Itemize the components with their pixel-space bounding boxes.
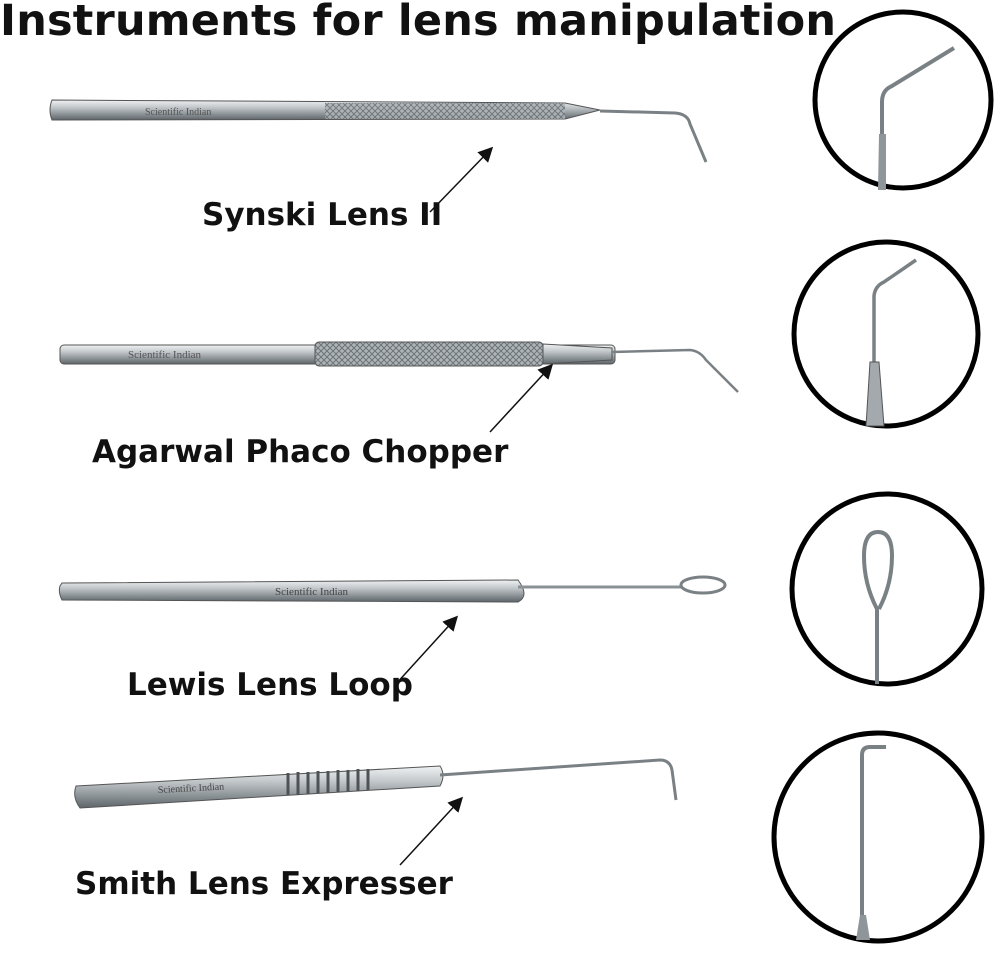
arrow <box>429 146 494 213</box>
synski-hook-icon <box>812 9 994 191</box>
lens-loop-icon <box>789 491 985 687</box>
chopper-hook-icon <box>791 239 981 429</box>
page-title: Instruments for lens manipulation <box>0 0 837 46</box>
lewis-loop-instrument: Scientific Indian <box>58 575 727 603</box>
synski-lens-instrument: Scientific Indian <box>49 99 708 163</box>
instrument-label-synski: Synski Lens II <box>202 197 443 233</box>
engraving: Scientific Indian <box>145 107 211 118</box>
arrow <box>489 363 554 433</box>
instrument-label-smith: Smith Lens Expresser <box>75 866 453 902</box>
instrument-label-lewis: Lewis Lens Loop <box>127 667 413 703</box>
engraving: Scientific Indian <box>158 782 225 796</box>
arrow <box>394 615 459 686</box>
engraving: Scientific Indian <box>128 349 202 361</box>
engraving: Scientific Indian <box>275 586 349 598</box>
arrow <box>399 796 464 866</box>
smith-expresser-instrument: Scientific Indian <box>74 758 678 809</box>
instrument-label-agarwal: Agarwal Phaco Chopper <box>92 434 509 470</box>
agarwal-chopper-instrument: Scientific Indian <box>59 341 739 393</box>
expresser-hook-icon <box>771 730 985 944</box>
